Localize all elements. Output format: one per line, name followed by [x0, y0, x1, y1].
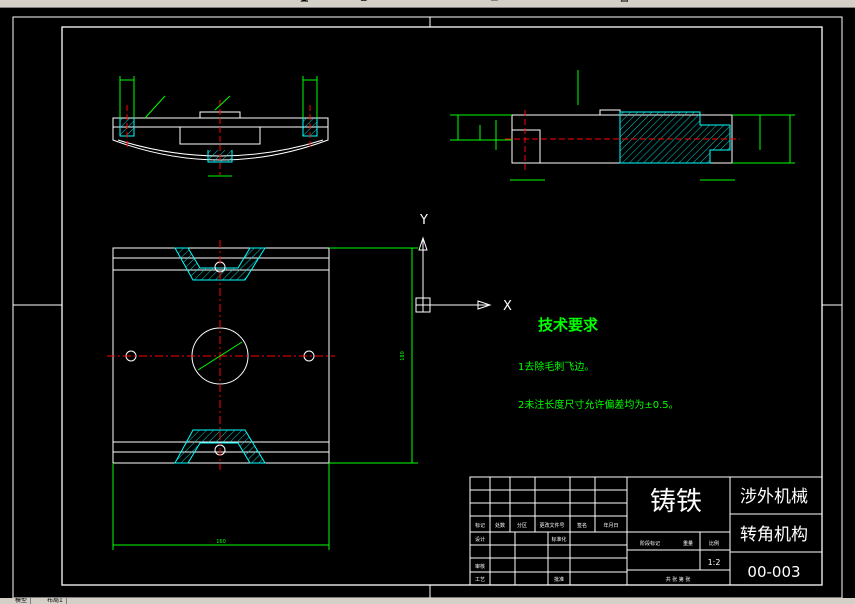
- drawing-frame: [12, 16, 843, 599]
- row-label-3: 更改文件号: [539, 522, 564, 529]
- dim-height-label: 180: [400, 351, 406, 361]
- side-section-view: [450, 70, 795, 181]
- row-label-1: 处数: [495, 522, 505, 529]
- undo-icon[interactable]: ↶: [318, 0, 326, 6]
- plan-view: [107, 240, 418, 550]
- row-label-0: 标记: [475, 522, 485, 529]
- review-label: 审核: [475, 563, 485, 570]
- tech-req-line-2: 2未注长度尺寸允许偏差均为±0.5。: [518, 398, 679, 411]
- drawing-canvas[interactable]: 160 180 Y X 技术要求 1去除毛刺飞边。 2未注长度尺寸允许偏差均为±…: [0, 8, 855, 599]
- approve-label: 批准: [554, 576, 564, 583]
- lineweight-icon[interactable]: ▤: [620, 0, 629, 6]
- tech-req-title: 技术要求: [538, 316, 599, 334]
- front-section-view: [112, 76, 329, 177]
- axis-x-label: X: [503, 299, 512, 314]
- company-label: 涉外机械: [740, 487, 808, 507]
- layout-tab-bar: 模型 布局1: [0, 598, 855, 604]
- tab-model[interactable]: 模型: [12, 598, 32, 604]
- scale-caption: 比例: [709, 540, 719, 547]
- ucs-icon: [415, 236, 492, 313]
- cad-toolbar: ▣ ↶ ≣ ▭ ▤: [0, 0, 855, 8]
- weight-label: 重量: [683, 540, 693, 547]
- title-block: [469, 476, 823, 586]
- tab-layout[interactable]: 布局1: [44, 598, 67, 604]
- sheets-label: 共 张 第 张: [666, 576, 691, 583]
- scale-value: 1:2: [708, 558, 721, 567]
- process-label: 工艺: [475, 577, 485, 583]
- open-icon[interactable]: ▣: [300, 0, 309, 6]
- material-label: 铸铁: [650, 487, 702, 517]
- axis-y-label: Y: [419, 213, 428, 228]
- linetype-icon[interactable]: ▭: [490, 0, 499, 6]
- layer-icon[interactable]: ≣: [360, 0, 368, 6]
- row-label-4: 签名: [577, 522, 587, 529]
- drawing-no-label: 00-003: [747, 563, 800, 581]
- part-name-label: 转角机构: [740, 525, 808, 545]
- tech-req-line-1: 1去除毛刺飞边。: [518, 360, 594, 373]
- standardize-label: 标准化: [551, 536, 566, 543]
- dim-width-label: 160: [216, 539, 226, 545]
- row-label-2: 分区: [517, 522, 527, 529]
- stage-label: 阶段标记: [640, 540, 660, 547]
- design-label: 设计: [475, 536, 485, 543]
- row-label-5: 年月日: [603, 522, 618, 529]
- drawing-svg: 160 180 Y X 技术要求 1去除毛刺飞边。 2未注长度尺寸允许偏差均为±…: [12, 16, 843, 599]
